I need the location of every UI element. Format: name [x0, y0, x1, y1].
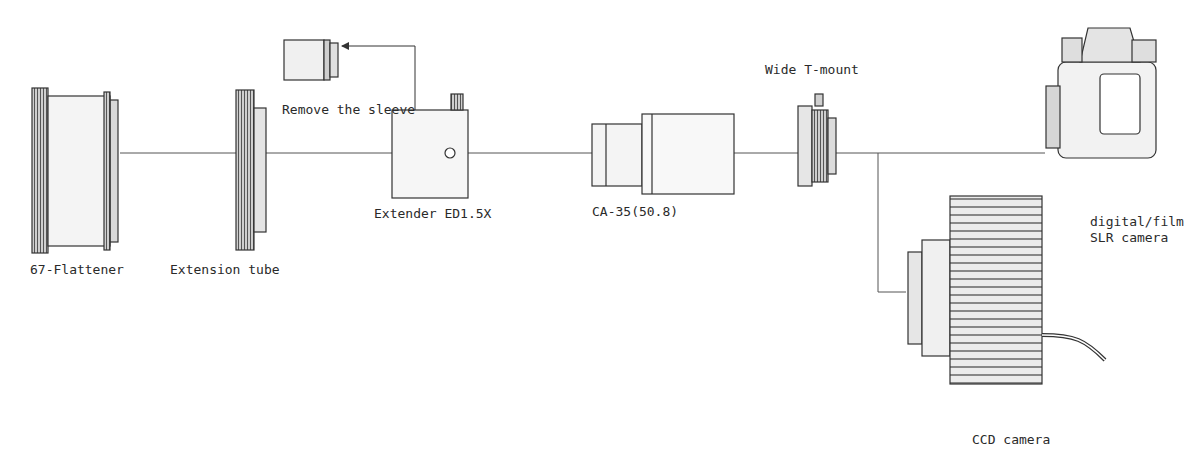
slr-camera: [1046, 28, 1156, 158]
flattener: [32, 88, 118, 253]
extension-tube: [236, 90, 266, 250]
ccd-camera: [908, 196, 1105, 384]
part-label: digital/film SLR camera: [1090, 214, 1188, 246]
ca35-adapter: [592, 114, 734, 194]
part-label: Extender ED1.5X: [374, 206, 491, 222]
part-label: Remove the sleeve: [282, 102, 415, 118]
wide-t-mount: [798, 94, 836, 186]
part-label: Extension tube: [170, 262, 280, 278]
part-label: CCD camera: [972, 432, 1050, 448]
part-label: 67-Flattener: [30, 262, 124, 278]
branch-line: [878, 153, 906, 292]
sleeve: [284, 40, 338, 80]
part-label: CA-35(50.8): [592, 204, 678, 220]
part-label: Wide T-mount: [765, 62, 859, 78]
